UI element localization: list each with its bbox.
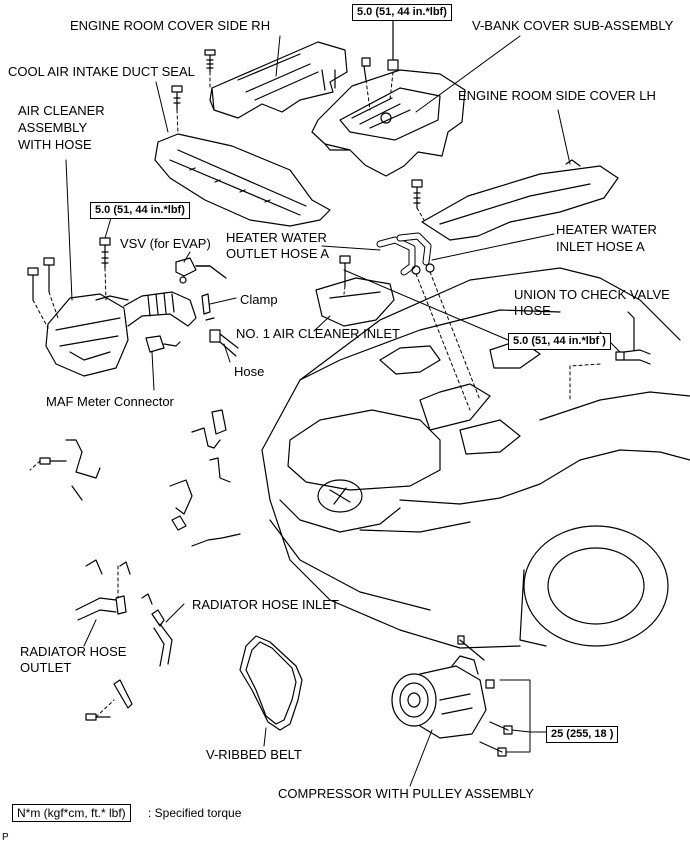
hose-part	[209, 329, 239, 357]
label-vsv-evap: VSV (for EVAP)	[120, 236, 211, 251]
clamp-part	[201, 293, 215, 321]
union-check-valve-hose-part	[615, 311, 651, 365]
label-compressor: COMPRESSOR WITH PULLEY ASSEMBLY	[278, 786, 534, 801]
label-heater-inlet-2: INLET HOSE A	[556, 239, 645, 254]
vehicle-body	[261, 267, 690, 649]
heater-water-hoses-part	[376, 232, 435, 276]
label-engine-room-side-cover-lh: ENGINE ROOM SIDE COVER LH	[458, 88, 656, 103]
label-maf-meter-connector: MAF Meter Connector	[46, 394, 174, 409]
label-radiator-hose-inlet: RADIATOR HOSE INLET	[192, 597, 339, 612]
torque-inlet: 5.0 (51, 44 in.*lbf )	[508, 333, 611, 350]
leader-lines	[65, 19, 621, 787]
torque-compressor: 25 (255, 18 )	[546, 726, 619, 743]
label-engine-room-cover-rh: ENGINE ROOM COVER SIDE RH	[70, 18, 271, 33]
torque-v-bank: 5.0 (51, 44 in.*lbf)	[352, 4, 452, 21]
engine-room-side-cover-lh-part	[421, 159, 619, 241]
label-hose: Hose	[234, 364, 265, 379]
bolts-air-cleaner	[27, 237, 111, 301]
label-air-cleaner-2: ASSEMBLY	[18, 120, 88, 135]
engine-room-cover-rh-part	[209, 41, 348, 119]
compressor-part	[391, 655, 487, 739]
label-radiator-outlet-2: OUTLET	[20, 660, 72, 675]
torque-air-cleaner: 5.0 (51, 44 in.*lbf)	[90, 202, 190, 219]
label-heater-outlet-2: OUTLET HOSE A	[226, 246, 330, 261]
corner-mark: P	[2, 832, 9, 843]
cool-air-intake-duct-seal-part	[154, 133, 331, 227]
label-v-ribbed-belt: V-RIBBED BELT	[206, 747, 302, 762]
vsv-evap-part	[175, 257, 227, 284]
v-bank-cover-part	[311, 69, 466, 177]
label-cool-air-intake-duct-seal: COOL AIR INTAKE DUCT SEAL	[8, 64, 195, 79]
label-union-2: HOSE	[514, 303, 551, 318]
small-bracket-parts	[39, 409, 241, 547]
bolt-lh-cover	[411, 179, 423, 209]
label-air-cleaner-3: WITH HOSE	[18, 137, 92, 152]
label-radiator-outlet-1: RADIATOR HOSE	[20, 644, 127, 659]
bolt-rh-cover	[204, 49, 216, 73]
air-cleaner-assembly-part	[45, 291, 197, 377]
dashed-guides	[29, 71, 601, 718]
no1-air-cleaner-inlet-part	[315, 277, 395, 327]
v-ribbed-belt-part	[239, 635, 303, 731]
compressor-bolts	[457, 635, 513, 757]
legend-description: : Specified torque	[148, 806, 242, 820]
maf-connector-part	[145, 335, 181, 353]
label-heater-inlet-1: HEATER WATER	[556, 222, 657, 237]
bolt-inlet	[339, 255, 351, 287]
radiator-hose-outlet-part	[75, 559, 131, 621]
label-no1-air-cleaner-inlet: NO. 1 AIR CLEANER INLET	[236, 326, 400, 341]
bolt-duct-seal	[171, 85, 183, 111]
label-heater-outlet-1: HEATER WATER	[226, 230, 327, 245]
label-v-bank-cover: V-BANK COVER SUB-ASSEMBLY	[472, 18, 674, 33]
legend-unit-box: N*m (kgf*cm, ft.* lbf)	[12, 804, 131, 822]
radiator-hose-inlet-part	[141, 593, 173, 667]
small-hose-lower-part	[85, 679, 133, 721]
label-clamp: Clamp	[240, 292, 278, 307]
label-union-1: UNION TO CHECK VALVE	[514, 287, 670, 302]
label-air-cleaner-1: AIR CLEANER	[18, 103, 105, 118]
